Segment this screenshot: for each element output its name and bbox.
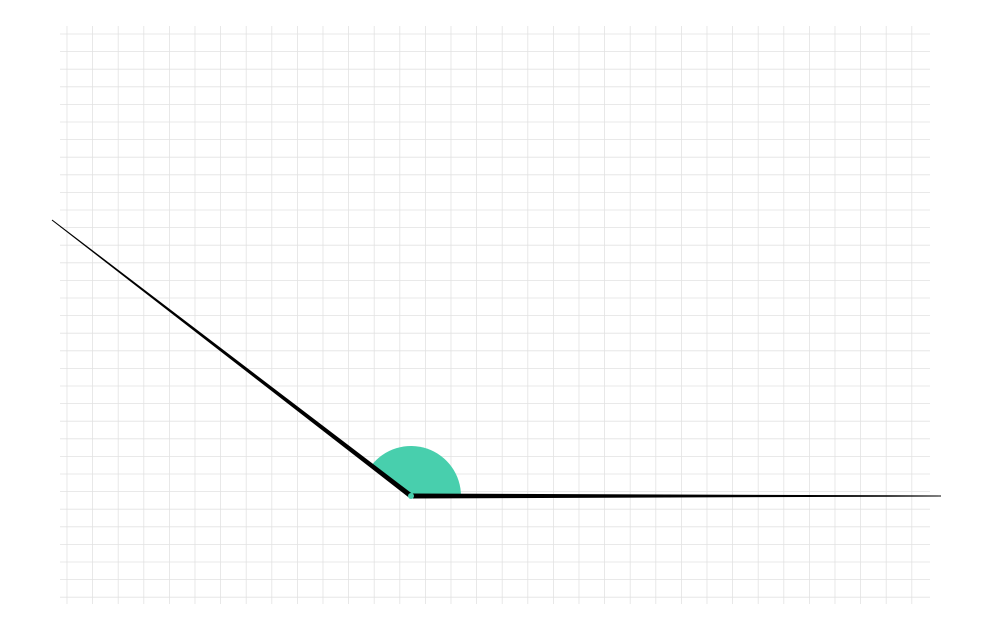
rays xyxy=(51,219,941,499)
grid-lines xyxy=(60,26,930,604)
ray-bc xyxy=(411,493,941,499)
vertex-point xyxy=(408,493,414,499)
ray-ba xyxy=(51,219,413,498)
angle-sector xyxy=(371,446,461,496)
